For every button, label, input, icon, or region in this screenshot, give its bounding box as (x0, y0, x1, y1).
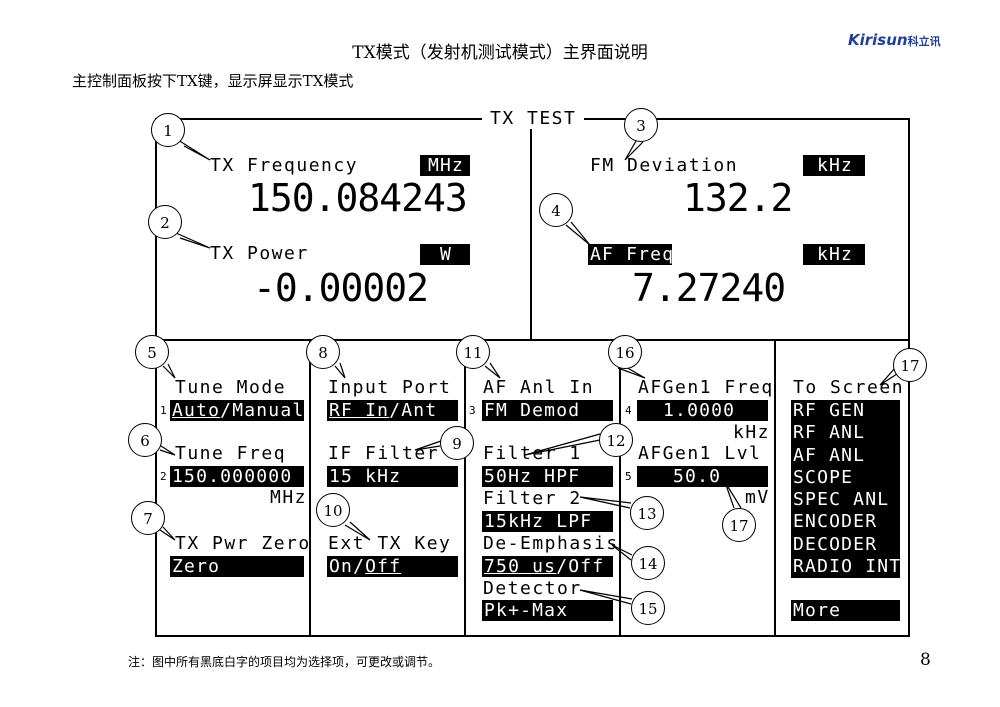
callout-14: 14 (631, 546, 665, 580)
filter1-field[interactable]: 50Hz HPF (482, 466, 613, 487)
page-subtitle: 主控制面板按下TX键，显示屏显示TX模式 (72, 72, 354, 90)
other-option: On/ (329, 556, 366, 577)
tx-pwr-zero-label: TX Pwr Zero (175, 533, 311, 554)
tune-mode-field[interactable]: Auto/Manual (170, 400, 304, 421)
afgen1-lvl-unit: mV (745, 487, 770, 508)
callout-8: 8 (306, 335, 340, 369)
selected-option: 750 us (484, 556, 557, 577)
fm-deviation-value: 132.2 (683, 176, 793, 220)
callout-17-afgen-lvl: 17 (722, 508, 756, 542)
afgen1-lvl-index: 5 (625, 470, 632, 483)
tune-freq-field[interactable]: 150.000000 (170, 466, 304, 487)
tx-frequency-value: 150.084243 (248, 176, 468, 220)
callout-10: 10 (316, 493, 350, 527)
afgen1-freq-label: AFGen1 Freq (638, 377, 774, 398)
to-screen-list: RF GEN RF ANL AF ANL SCOPE SPEC ANL ENCO… (791, 400, 900, 578)
callout-3: 3 (624, 108, 658, 142)
other-option: /Ant (389, 400, 438, 421)
callout-2: 2 (148, 205, 182, 239)
to-screen-item-radio-int[interactable]: RADIO INT (793, 556, 902, 578)
ext-tx-key-label: Ext TX Key (328, 533, 452, 554)
input-port-label: Input Port (328, 377, 452, 398)
callout-6: 6 (128, 423, 162, 457)
more-button[interactable]: More (791, 600, 900, 621)
filter2-label: Filter 2 (483, 488, 582, 509)
fm-deviation-label: FM Deviation (590, 155, 739, 176)
page-number: 8 (920, 650, 931, 670)
tx-frequency-label: TX Frequency (210, 155, 359, 176)
detector-label: Detector (483, 578, 582, 599)
divider (309, 340, 311, 635)
callout-17-to-screen: 17 (893, 348, 927, 382)
other-option: /Off (556, 556, 605, 577)
tune-freq-unit: MHz (270, 487, 308, 508)
screen-title: TX TEST (482, 108, 585, 129)
afgen1-freq-index: 4 (625, 404, 632, 417)
tune-freq-index: 2 (160, 470, 167, 483)
de-emphasis-label: De-Emphasis (483, 533, 619, 554)
to-screen-item-encoder[interactable]: ENCODER (793, 511, 878, 533)
to-screen-item-rf-gen[interactable]: RF GEN (793, 400, 866, 421)
divider (530, 118, 532, 340)
if-filter-field[interactable]: 15 kHz (327, 466, 458, 487)
af-anl-in-index: 3 (469, 404, 476, 417)
afgen1-lvl-label: AFGen1 Lvl (638, 443, 762, 464)
tune-freq-label: Tune Freq (175, 443, 287, 464)
afgen1-freq-unit: kHz (733, 422, 771, 443)
afgen1-lvl-field[interactable]: 50.0 (637, 466, 768, 487)
callout-5: 5 (135, 335, 169, 369)
af-freq-label[interactable]: AF Freq (588, 244, 672, 265)
selected-option: Auto (172, 400, 221, 421)
tune-mode-label: Tune Mode (175, 377, 287, 398)
callout-11: 11 (456, 335, 490, 369)
callout-1: 1 (151, 113, 185, 147)
kirisun-logo: Kirisun科立讯 (848, 31, 941, 49)
af-anl-in-field[interactable]: FM Demod (482, 400, 613, 421)
page-title: TX模式（发射机测试模式）主界面说明 (352, 43, 648, 63)
callout-16: 16 (608, 335, 642, 369)
selected-option: RF In (329, 400, 390, 421)
afgen1-freq-field[interactable]: 1.0000 (637, 400, 768, 421)
to-screen-item-decoder[interactable]: DECODER (793, 533, 878, 555)
to-screen-item-scope[interactable]: SCOPE (793, 466, 854, 488)
selected-option: Off (365, 556, 402, 577)
tx-frequency-unit[interactable]: MHz (420, 155, 470, 176)
divider (774, 340, 776, 635)
ext-tx-key-field[interactable]: On/Off (327, 556, 458, 577)
divider (464, 340, 466, 635)
divider (155, 339, 908, 341)
af-anl-in-label: AF Anl In (483, 377, 595, 398)
af-freq-unit[interactable]: kHz (803, 244, 865, 265)
footnote: 注：图中所有黑底白字的项目均为选择项，可更改或调节。 (128, 655, 441, 669)
callout-15: 15 (631, 591, 665, 625)
to-screen-item-spec-anl[interactable]: SPEC ANL (793, 489, 890, 511)
callout-4: 4 (539, 193, 573, 227)
tx-power-label: TX Power (210, 243, 309, 264)
detector-field[interactable]: Pk+-Max (482, 600, 613, 621)
filter2-field[interactable]: 15kHz LPF (482, 511, 613, 532)
divider (619, 340, 621, 635)
callout-12: 12 (599, 423, 633, 457)
de-emphasis-field[interactable]: 750 us/Off (482, 556, 613, 577)
tune-mode-index: 1 (160, 404, 167, 417)
callout-9: 9 (440, 426, 474, 460)
other-option: /Manual (220, 400, 304, 421)
to-screen-item-af-anl[interactable]: AF ANL (793, 444, 866, 466)
logo-cn: 科立讯 (907, 35, 941, 48)
callout-7: 7 (131, 501, 165, 535)
tx-power-unit[interactable]: W (420, 244, 470, 265)
af-freq-value: 7.27240 (632, 266, 786, 310)
fm-deviation-unit[interactable]: kHz (803, 155, 865, 176)
if-filter-label: IF Filter (328, 443, 440, 464)
callout-13: 13 (630, 496, 664, 530)
to-screen-item-rf-anl[interactable]: RF ANL (793, 422, 866, 444)
tx-pwr-zero-field[interactable]: Zero (170, 556, 304, 577)
tx-power-value: -0.00002 (253, 266, 429, 310)
logo-text: Kirisun (848, 31, 908, 49)
to-screen-label: To Screen (793, 377, 905, 398)
input-port-field[interactable]: RF In/Ant (327, 400, 458, 421)
